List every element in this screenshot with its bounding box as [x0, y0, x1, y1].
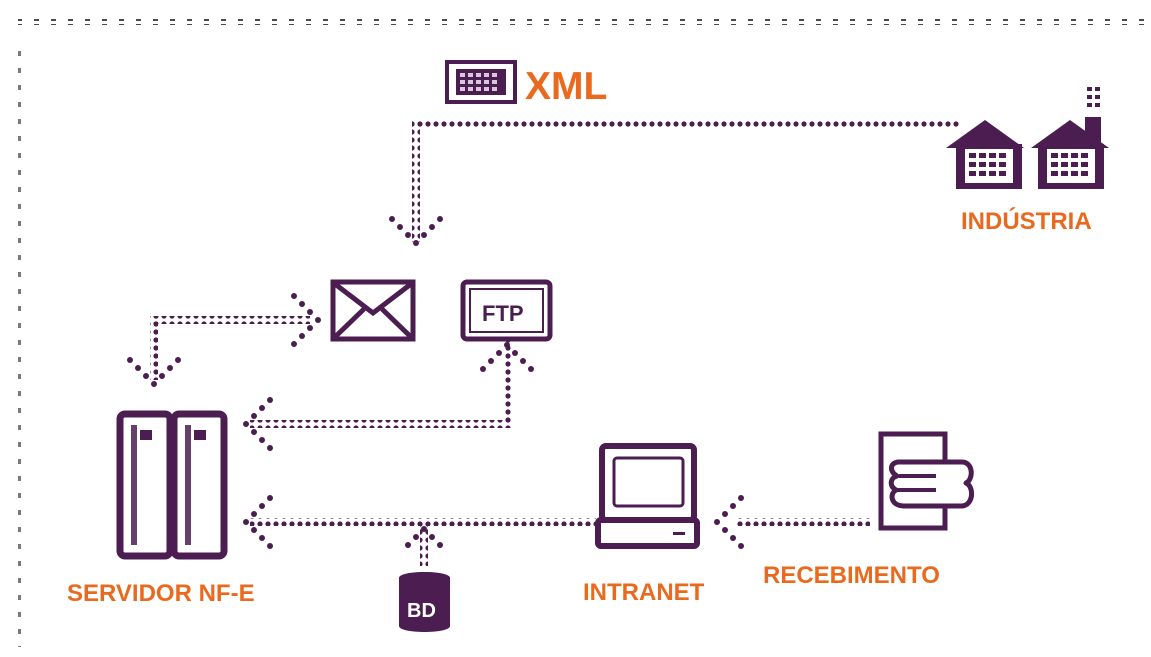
mail-to-server-horizontal-connector: [150, 316, 310, 324]
computer-icon: [595, 443, 700, 549]
receiving-label: RECEBIMENTO: [763, 562, 940, 589]
server-label: SERVIDOR NF-E: [67, 580, 255, 607]
industry-label: INDÚSTRIA: [961, 207, 1092, 235]
server-icon: [116, 410, 228, 560]
envelope-icon: [330, 279, 416, 342]
xml-down-connector: [412, 120, 420, 242]
arrow-right-icon: [291, 293, 321, 347]
database-icon: [399, 572, 450, 632]
hand-document-icon: [878, 431, 974, 531]
mail-to-server-vertical-connector: [150, 316, 158, 380]
arrow-left-icon: [243, 397, 273, 451]
arrow-down-icon: [389, 216, 443, 246]
arrow-down-icon: [127, 357, 181, 387]
frame-top-border: [18, 19, 1151, 25]
intranet-label: INTRANET: [583, 579, 705, 606]
ftp-down-connector: [503, 339, 511, 422]
arrow-up-icon: [480, 342, 534, 372]
ftp-label: FTP: [482, 301, 524, 326]
factory-icon: [946, 87, 1109, 189]
ftp-box-icon: [460, 279, 553, 342]
database-connector: [420, 523, 428, 566]
frame-left-border: [18, 42, 24, 647]
arrow-left-icon: [714, 495, 744, 549]
receiving-to-intranet-connector: [736, 518, 870, 526]
database-label: BD: [407, 600, 436, 622]
industry-to-xml-connector: [412, 120, 960, 128]
xml-label: XML: [525, 65, 607, 108]
xml-document-icon: [445, 60, 517, 104]
ftp-to-server-connector: [250, 420, 511, 428]
arrow-up-icon: [405, 526, 443, 548]
intranet-to-server-connector: [250, 518, 596, 526]
arrow-left-icon: [243, 495, 273, 549]
